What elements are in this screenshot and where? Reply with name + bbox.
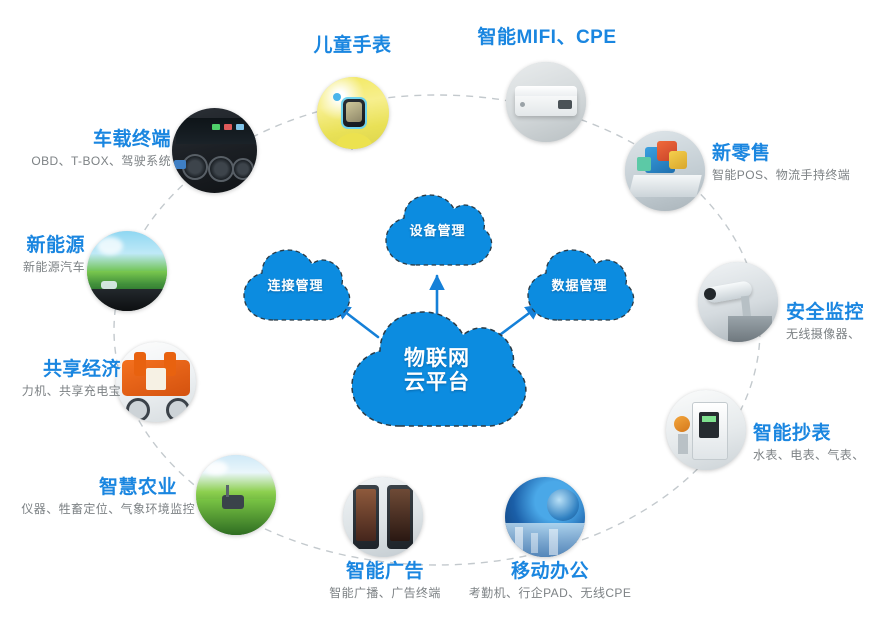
node-subtitle: 水表、电表、气表、 (753, 447, 865, 462)
capability-cloud-device[interactable]: 设备管理 (381, 191, 494, 271)
digital-signage-photo (343, 477, 423, 557)
farm-field-photo (196, 455, 276, 535)
node-subtitle: 新能源汽车 (22, 259, 85, 274)
cloud-shape (351, 311, 527, 427)
node-photo-mobile-office[interactable] (505, 477, 585, 557)
capability-label: 设备管理 (409, 222, 466, 238)
smart-meter-photo (666, 390, 746, 470)
node-subtitle: 无线摄像器、 (786, 326, 861, 341)
node-photo-sharing-economy[interactable] (116, 342, 196, 422)
node-title: 车载终端 (92, 129, 171, 150)
node-title: 智能MIFI、CPE (477, 27, 617, 48)
node-photo-security-monitor[interactable] (698, 262, 778, 342)
shared-bike-photo (116, 342, 196, 422)
node-title: 移动办公 (510, 561, 589, 582)
node-title: 共享经济 (42, 359, 121, 380)
capability-label: 连接管理 (267, 277, 324, 293)
node-title: 安全监控 (786, 302, 865, 323)
cloud-shape (243, 249, 351, 321)
car-dashboard-photo (172, 108, 257, 193)
node-title: 新零售 (712, 143, 771, 164)
node-subtitle: 智能广播、广告终端 (329, 585, 441, 600)
node-title: 智慧农业 (98, 477, 177, 498)
node-title: 智能抄表 (753, 423, 832, 444)
capability-cloud-data[interactable]: 数据管理 (523, 246, 636, 326)
node-label-security-monitor: 安全监控 无线摄像器、 (786, 303, 875, 341)
node-subtitle: 力机、共享充电宝 (21, 383, 121, 398)
node-label-sharing-economy: 共享经济 力机、共享充电宝 (0, 360, 121, 398)
node-photo-smart-meter[interactable] (666, 390, 746, 470)
capability-label: 数据管理 (551, 277, 608, 293)
node-label-smart-agriculture: 智慧农业 仪器、牲畜定位、气象环境监控 (0, 478, 195, 516)
center-cloud-label: 物联网 云平台 (404, 347, 470, 395)
center-cloud-line1: 物联网 (404, 346, 470, 370)
node-title: 新能源 (26, 235, 85, 256)
node-title: 儿童手表 (313, 35, 392, 56)
node-photo-vehicle-terminal[interactable] (172, 108, 257, 193)
node-label-smart-meter: 智能抄表 水表、电表、气表、 (753, 424, 875, 462)
security-camera-photo (698, 262, 778, 342)
node-label-mobile-office: 移动办公 考勤机、行企PAD、无线CPE (440, 562, 660, 600)
node-photo-smart-agriculture[interactable] (196, 455, 276, 535)
node-label-vehicle-terminal: 车载终端 OBD、T-BOX、驾驶系统 (0, 130, 171, 168)
center-cloud-iot-platform: 物联网 云平台 (342, 308, 532, 434)
node-label-new-energy: 新能源 新能源汽车 (0, 236, 85, 274)
node-subtitle: 仪器、牲畜定位、气象环境监控 (21, 501, 195, 516)
node-subtitle: 考勤机、行企PAD、无线CPE (468, 585, 632, 600)
node-label-smart-advertising: 智能广告 智能广播、广告终端 (285, 562, 485, 600)
node-photo-smart-advertising[interactable] (343, 477, 423, 557)
cloud-shape (385, 194, 493, 266)
node-label-kids-watch: 儿童手表 (250, 36, 455, 61)
pos-terminal-photo (625, 131, 705, 211)
node-photo-mifi-cpe[interactable] (506, 62, 586, 142)
center-cloud-line2: 云平台 (404, 371, 470, 394)
node-title: 智能广告 (345, 561, 424, 582)
node-photo-new-energy[interactable] (87, 231, 167, 311)
node-subtitle: 智能POS、物流手持终端 (712, 167, 851, 182)
mobile-office-globe-photo (505, 477, 585, 557)
new-energy-vehicle-photo (87, 231, 167, 311)
cloud-shape (527, 249, 635, 321)
node-photo-new-retail[interactable] (625, 131, 705, 211)
capability-cloud-connection[interactable]: 连接管理 (239, 246, 352, 326)
kids-smartwatch-photo (317, 77, 389, 149)
mifi-router-photo (506, 62, 586, 142)
node-subtitle: OBD、T-BOX、驾驶系统 (31, 153, 171, 168)
node-photo-kids-watch[interactable] (317, 77, 389, 149)
node-label-mifi-cpe: 智能MIFI、CPE (437, 28, 657, 53)
node-label-new-retail: 新零售 智能POS、物流手持终端 (712, 144, 875, 182)
